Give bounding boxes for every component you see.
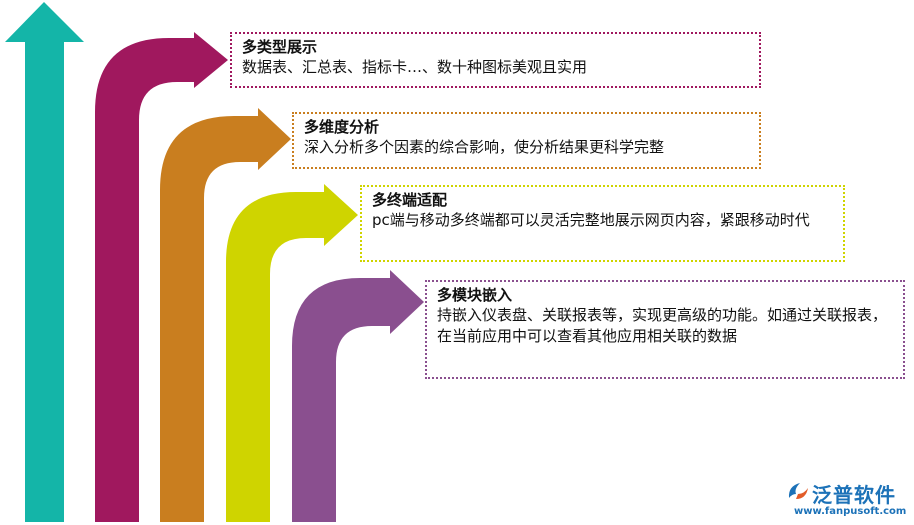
feature-box-multi-type: 多类型展示 数据表、汇总表、指标卡…、数十种图标美观且实用 xyxy=(230,32,761,88)
feature-title: 多终端适配 xyxy=(372,191,448,209)
feature-desc: 持嵌入仪表盘、关联报表等，实现更高级的功能。如通过关联报表，在当前应用中可以查看… xyxy=(437,306,888,345)
feature-title: 多类型展示 xyxy=(242,38,318,56)
feature-desc: 数据表、汇总表、指标卡…、数十种图标美观且实用 xyxy=(242,58,588,76)
feature-box-multi-dimension: 多维度分析 深入分析多个因素的综合影响，使分析结果更科学完整 xyxy=(292,112,761,169)
feature-desc: pc端与移动多终端都可以灵活完整地展示网页内容，紧跟移动时代 xyxy=(372,211,810,229)
feature-title: 多模块嵌入 xyxy=(437,286,513,304)
feature-box-multi-module: 多模块嵌入 持嵌入仪表盘、关联报表等，实现更高级的功能。如通过关联报表，在当前应… xyxy=(425,280,905,379)
logo-name: 泛普软件 xyxy=(812,483,896,507)
curved-arrow-icon-4 xyxy=(292,270,424,522)
logo-url: www.fanpusoft.com xyxy=(794,506,907,517)
feature-title: 多维度分析 xyxy=(304,118,380,136)
curved-arrow-icon-2 xyxy=(160,108,291,522)
fanpu-logo-icon xyxy=(788,483,808,499)
brand-logo: 泛普软件 www.fanpusoft.com xyxy=(778,476,910,522)
curved-arrow-icon-1 xyxy=(95,32,228,522)
curved-arrow-icon-3 xyxy=(226,184,358,522)
feature-desc: 深入分析多个因素的综合影响，使分析结果更科学完整 xyxy=(304,138,665,156)
up-arrow-icon xyxy=(5,2,84,522)
feature-box-multi-terminal: 多终端适配 pc端与移动多终端都可以灵活完整地展示网页内容，紧跟移动时代 xyxy=(360,185,845,262)
